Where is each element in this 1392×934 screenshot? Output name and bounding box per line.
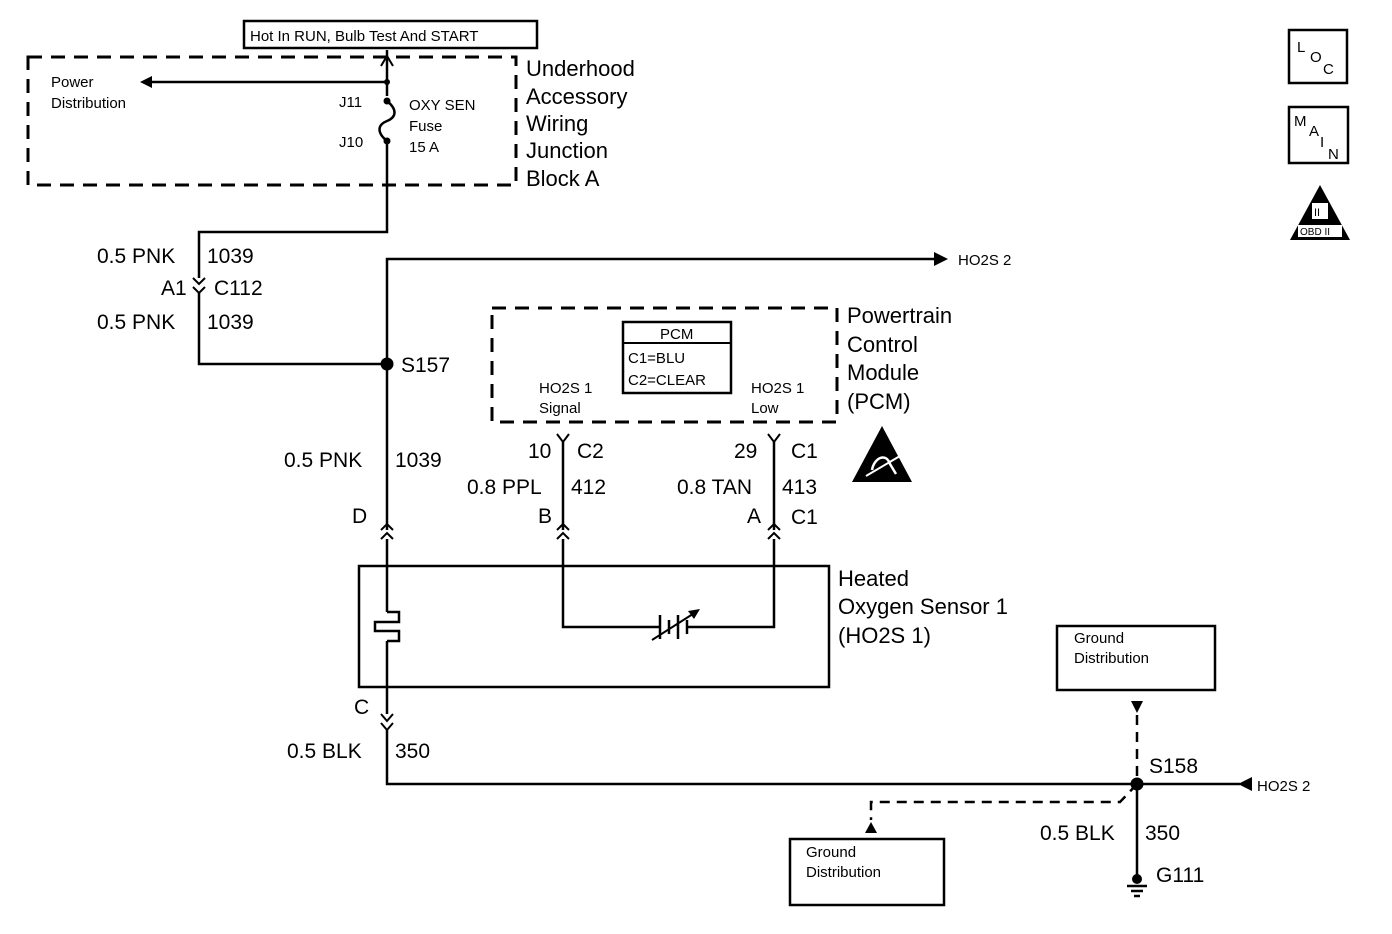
ho2s2-in-branch: HO2S 2 — [1137, 777, 1310, 795]
svg-text:Ground Distribution: Ground Distribution — [806, 844, 881, 881]
svg-text:HO2S 1 Low: HO2S 1 Low — [751, 380, 809, 417]
hot-in-run-label: Hot In RUN, Bulb Test And START — [242, 19, 539, 50]
svg-text:II: II — [1314, 207, 1320, 219]
svg-text:OXY SEN Fuse 15 A: OXY SEN Fuse 15 A — [409, 97, 480, 156]
blk-350-ground-wire: C 0.5 BLK 350 — [287, 696, 1137, 786]
svg-text:0.8 TAN: 0.8 TAN — [677, 476, 752, 499]
heated-oxygen-sensor: Heated Oxygen Sensor 1 (HO2S 1) — [357, 564, 1014, 689]
svg-text:A1: A1 — [161, 277, 187, 300]
svg-text:S157: S157 — [401, 354, 450, 377]
ground-g111: 0.5 BLK 350 G111 — [1040, 784, 1204, 898]
main-icon: M A I N — [1287, 105, 1350, 165]
svg-text:0.5 PNK: 0.5 PNK — [97, 245, 175, 268]
svg-text:C1: C1 — [791, 506, 818, 529]
ground-distribution-top: Ground Distribution — [1055, 624, 1217, 784]
splice-s157: S157 — [380, 354, 450, 377]
obd-ii-icon: II OBD II — [1290, 185, 1350, 240]
svg-text:1039: 1039 — [207, 245, 254, 268]
svg-text:0.5 PNK: 0.5 PNK — [97, 311, 175, 334]
ho2s2-out-branch: HO2S 2 — [385, 252, 1011, 364]
svg-text:0.5 BLK: 0.5 BLK — [287, 740, 362, 763]
svg-text:A: A — [747, 505, 761, 528]
svg-text:J10: J10 — [339, 134, 363, 151]
pcm-module: PCM C1=BLU C2=CLEAR HO2S 1 Signal HO2S 1… — [490, 303, 958, 424]
svg-text:C1: C1 — [791, 440, 818, 463]
tan-413-low-wire: 29 C1 0.8 TAN 413 A C1 — [677, 433, 818, 540]
esd-warning-icon — [852, 426, 912, 482]
svg-text:M: M — [1294, 113, 1307, 130]
svg-text:0.5 PNK: 0.5 PNK — [284, 449, 362, 472]
ground-distribution-bottom: Ground Distribution — [788, 783, 1138, 907]
svg-text:C: C — [1323, 61, 1334, 78]
svg-text:O: O — [1310, 49, 1322, 66]
svg-text:Underhood Accessory: Underhood Accessory Wiring Junction Bloc… — [526, 56, 641, 191]
svg-text:D: D — [352, 505, 367, 528]
svg-text:0.5 BLK: 0.5 BLK — [1040, 822, 1115, 845]
svg-text:S158: S158 — [1149, 755, 1198, 778]
svg-text:N: N — [1328, 146, 1339, 163]
oxy-sen-fuse: J11 J10 OXY SEN Fuse 15 A — [339, 94, 480, 156]
svg-text:C: C — [354, 696, 369, 719]
svg-text:Ground Distribution: Ground Distribution — [1074, 630, 1149, 667]
svg-text:C1=BLU: C1=BLU — [628, 350, 685, 367]
svg-text:0.8 PPL: 0.8 PPL — [467, 476, 542, 499]
svg-text:G111: G111 — [1156, 864, 1204, 887]
svg-text:I: I — [1320, 134, 1324, 151]
svg-text:C2=CLEAR: C2=CLEAR — [628, 372, 706, 389]
svg-text:412: 412 — [571, 476, 606, 499]
svg-text:1039: 1039 — [395, 449, 442, 472]
svg-text:HO2S 2: HO2S 2 — [958, 252, 1011, 269]
svg-text:Power Distribution: Power Distribution — [51, 74, 126, 112]
svg-text:PCM: PCM — [660, 326, 693, 343]
ppl-412-signal-wire: 10 C2 0.8 PPL 412 B — [467, 433, 606, 540]
svg-text:29: 29 — [734, 440, 757, 463]
pnk-1039-sensor-wire: 0.5 PNK 1039 D — [284, 364, 442, 540]
svg-text:Powertrain Control: Powertrain Control Module (PCM) — [847, 303, 958, 414]
svg-text:C112: C112 — [214, 277, 263, 300]
sensing-element — [561, 539, 776, 641]
svg-text:1039: 1039 — [207, 311, 254, 334]
svg-text:B: B — [538, 505, 552, 528]
svg-text:L: L — [1297, 39, 1305, 56]
svg-text:Hot In RUN, Bulb Test And STAR: Hot In RUN, Bulb Test And START — [250, 28, 478, 45]
svg-text:Heated Oxygen Sensor 1: Heated Oxygen Sensor 1 (HO2S 1) — [838, 566, 1014, 648]
svg-text:A: A — [1309, 123, 1319, 140]
svg-text:10: 10 — [528, 440, 551, 463]
heater-element — [373, 539, 401, 714]
svg-text:HO2S 2: HO2S 2 — [1257, 778, 1310, 795]
svg-text:413: 413 — [782, 476, 817, 499]
feed-arrow — [380, 50, 394, 96]
pnk-1039-feed-wire: 0.5 PNK 1039 A1 C112 0.5 PNK 1039 — [97, 141, 389, 366]
svg-text:C2: C2 — [577, 440, 604, 463]
loc-icon: L O C — [1287, 28, 1349, 85]
svg-text:350: 350 — [1145, 822, 1180, 845]
underhood-junction-block: Underhood Accessory Wiring Junction Bloc… — [26, 55, 641, 191]
svg-text:OBD II: OBD II — [1300, 227, 1330, 238]
svg-text:350: 350 — [395, 740, 430, 763]
svg-text:J11: J11 — [339, 94, 362, 111]
power-distribution-branch: Power Distribution — [51, 74, 390, 112]
svg-text:HO2S 1 Signal: HO2S 1 Signal — [539, 380, 597, 417]
